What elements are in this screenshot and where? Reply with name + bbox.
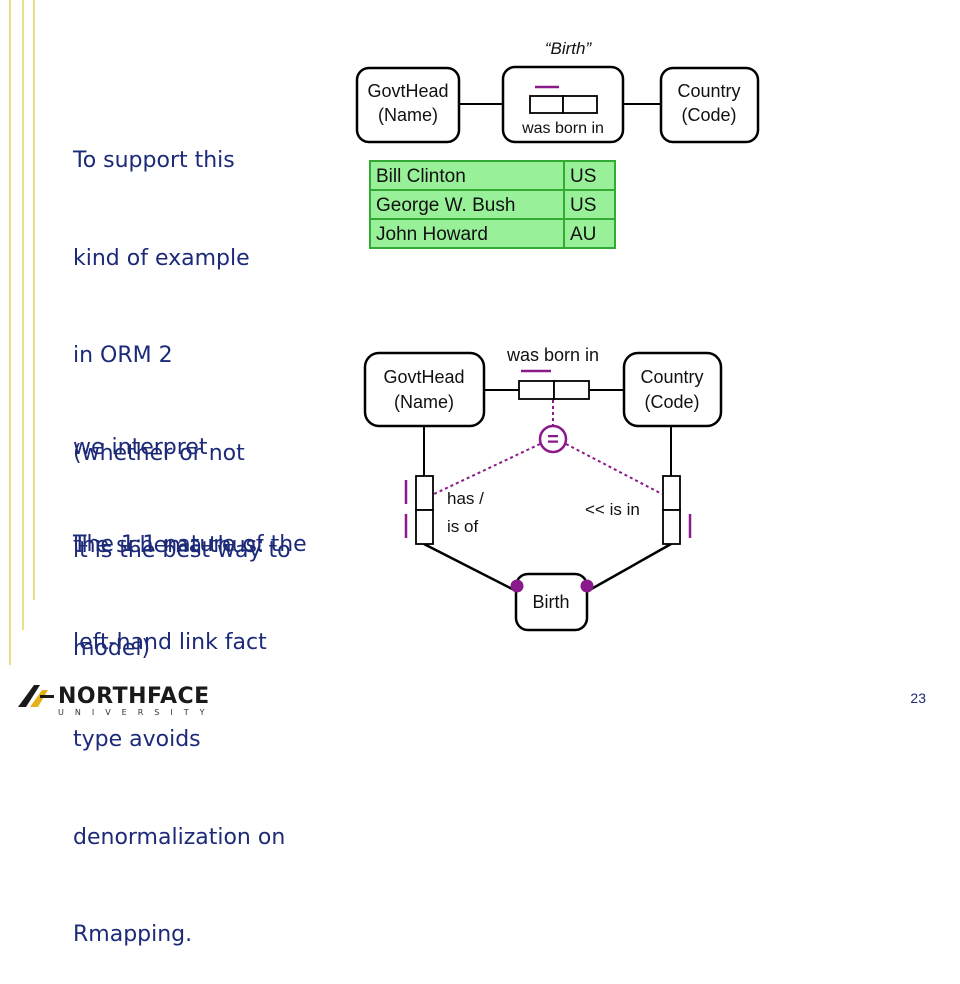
- entity-govthead-refmode: (Name): [378, 105, 438, 125]
- link-role-box: [662, 475, 681, 511]
- intro-line: kind of example: [73, 245, 250, 271]
- entity-birth: [514, 572, 589, 632]
- population-code: US: [570, 166, 596, 187]
- entity-govthead: [363, 351, 486, 428]
- orm-diagrams: “Birth” GovtHead (Name) was born in Coun…: [355, 39, 760, 632]
- entity-country-name: Country: [640, 367, 703, 387]
- population-name: Bill Clinton: [376, 166, 466, 187]
- bottom-diagram: was born in GovtHead (Name) Country (Cod…: [363, 345, 723, 632]
- entity-country-name: Country: [677, 81, 740, 101]
- interpret-text: we interpret the schema thus:: [73, 367, 264, 595]
- logo-mark-icon: [18, 685, 54, 707]
- note-line: The 1:1 nature of the: [73, 532, 307, 557]
- entity-country: [622, 351, 723, 428]
- note-line: Rmapping.: [73, 922, 193, 947]
- note-line: left-hand link fact: [73, 629, 267, 655]
- link-role-box: [415, 509, 434, 545]
- logo-wordmark: NORTHFACE: [58, 684, 210, 709]
- entity-govthead: [355, 66, 461, 144]
- population-code: AU: [570, 224, 596, 245]
- intro-line: model): [73, 635, 151, 661]
- university-logo: NORTHFACE UNIVERSITY: [16, 683, 209, 717]
- equality-symbol: =: [547, 429, 559, 451]
- entity-country: [659, 66, 760, 144]
- entity-govthead-refmode: (Name): [394, 392, 454, 412]
- left-link-reading: is of: [447, 517, 478, 536]
- left-rule-2: [22, 0, 24, 630]
- logo-subtitle: UNIVERSITY: [58, 708, 216, 717]
- entity-country-refmode: (Code): [644, 392, 699, 412]
- constraint-link: [433, 443, 541, 495]
- entity-govthead-name: GovtHead: [367, 81, 448, 101]
- intro-line: it is the best way to: [73, 538, 291, 563]
- note-line: denormalization on: [73, 824, 286, 850]
- equality-constraint: [538, 424, 568, 454]
- population-name: John Howard: [376, 224, 488, 245]
- population-bg: [369, 160, 616, 249]
- intro-text: To support this kind of example in ORM 2…: [73, 80, 291, 698]
- population-name: George W. Bush: [376, 195, 515, 216]
- role-box-1: [529, 95, 564, 114]
- population-table: Bill Clinton US George W. Bush US John H…: [369, 160, 616, 249]
- page-number: 23: [910, 690, 926, 706]
- interpret-line: we interpret: [73, 435, 208, 460]
- intro-line: To support this: [73, 148, 235, 173]
- left-link-reading: has /: [447, 489, 484, 508]
- left-rule-3: [33, 0, 35, 600]
- right-link-reading: << is in: [585, 500, 640, 519]
- top-diagram: “Birth” GovtHead (Name) was born in Coun…: [355, 39, 760, 249]
- intro-line: in ORM 2: [73, 343, 173, 368]
- note-line: type avoids: [73, 727, 201, 752]
- entity-birth-name: Birth: [532, 592, 569, 612]
- link-role-box: [415, 475, 434, 511]
- mandatory-dot: [510, 579, 524, 593]
- bottom-fact-reading: was born in: [506, 345, 599, 365]
- fact-reading: was born in: [521, 120, 604, 137]
- role-box-2: [562, 95, 598, 114]
- population-code: US: [570, 195, 596, 216]
- role-box-2: [553, 380, 590, 400]
- left-rule-1: [9, 0, 11, 665]
- intro-line: (whether or not: [73, 440, 245, 466]
- interpret-line: the schema thus:: [73, 532, 265, 558]
- link-role-box: [662, 509, 681, 545]
- objectification-label: “Birth”: [545, 39, 593, 58]
- role-line: [423, 542, 519, 594]
- mandatory-dot: [580, 579, 594, 593]
- role-box-1: [518, 380, 555, 400]
- entity-country-refmode: (Code): [681, 105, 736, 125]
- constraint-link: [565, 443, 663, 495]
- role-line: [585, 542, 672, 594]
- entity-govthead-name: GovtHead: [383, 367, 464, 387]
